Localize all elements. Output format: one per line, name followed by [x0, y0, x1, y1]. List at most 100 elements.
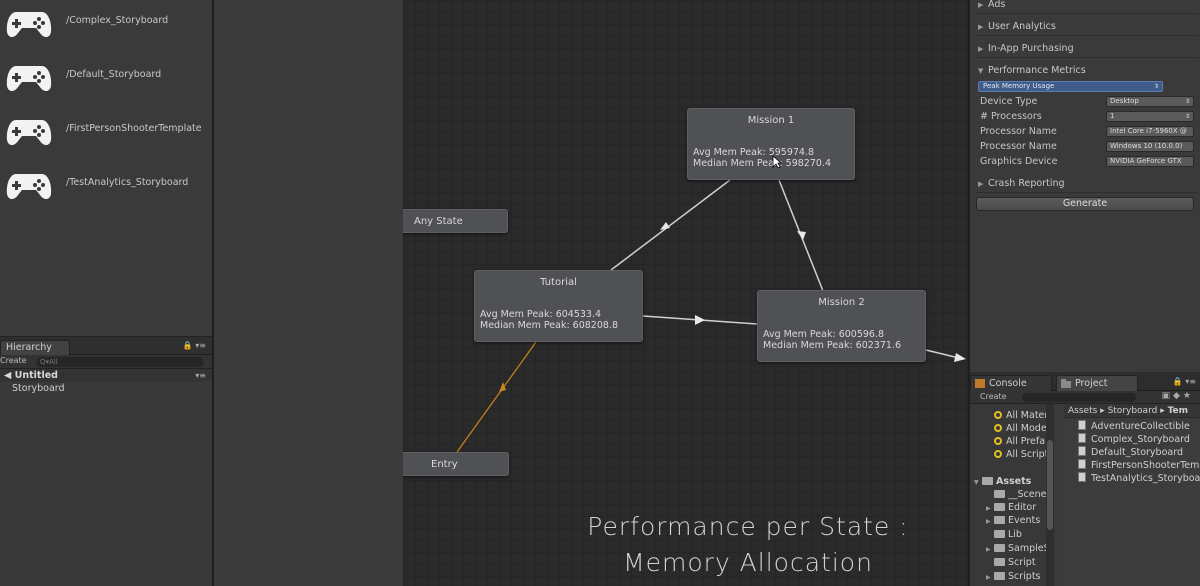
edge-mission2-exit[interactable]: [925, 349, 960, 359]
folder-item[interactable]: ▶SampleSc: [986, 542, 1054, 555]
favorite-item[interactable]: All Prefab: [994, 435, 1051, 448]
state-node-entry[interactable]: Entry: [403, 452, 509, 476]
breadcrumb-item[interactable]: Storyboard: [1107, 406, 1158, 416]
section-ads[interactable]: ▶ Ads: [974, 0, 1198, 14]
tab-project[interactable]: Project: [1056, 375, 1138, 391]
section-label: User Analytics: [988, 21, 1056, 32]
processors-select[interactable]: 1⇕: [1106, 111, 1194, 122]
folder-item[interactable]: Lib: [986, 528, 1022, 541]
assets-root[interactable]: ▼Assets: [974, 475, 1031, 488]
create-dropdown[interactable]: Create: [980, 392, 1007, 401]
favorite-item[interactable]: All Script: [994, 448, 1048, 461]
search-icon: [994, 450, 1002, 458]
device-type-select[interactable]: Desktop⇕: [1106, 96, 1194, 107]
tree-label: Assets: [996, 476, 1032, 487]
file-item[interactable]: TestAnalytics_Storyboar: [1078, 472, 1200, 485]
storyboard-item[interactable]: /Default_Storyboard: [0, 56, 212, 96]
arrow-head-icon: [954, 353, 966, 362]
collapsed-triangle-icon: ▶: [986, 505, 991, 512]
folder-item[interactable]: ▶Events: [986, 514, 1040, 527]
prop-label: Processor Name: [980, 126, 1057, 137]
unity-scene-icon: ◀: [4, 370, 12, 381]
file-item[interactable]: Default_Storyboard: [1078, 446, 1183, 459]
arrow-head-icon: [797, 231, 806, 240]
script-file-icon: [1078, 420, 1086, 430]
state-node-mission-2[interactable]: Mission 2 Avg Mem Peak: 600596.8 Median …: [757, 290, 926, 362]
project-tabbar: Console Project 🔒 ▾≡: [970, 372, 1200, 391]
median-mem-peak: Median Mem Peak: 602371.6: [763, 340, 901, 351]
field-value: Windows 10 (10.0.0): [1110, 142, 1183, 150]
avg-mem-peak: Avg Mem Peak: 595974.8: [693, 147, 815, 158]
empty-panel: [214, 0, 403, 586]
generate-button[interactable]: Generate: [976, 197, 1194, 211]
create-dropdown[interactable]: Create: [0, 356, 27, 365]
arrow-head-icon: [499, 382, 506, 392]
filter-tools-icon[interactable]: ▣◆★: [1161, 391, 1194, 401]
project-panel: Console Project 🔒 ▾≡ Create ▣◆★ All Mate…: [968, 372, 1200, 586]
search-icon: [994, 424, 1002, 432]
tree-scrollbar[interactable]: [1046, 404, 1054, 586]
collapsed-triangle-icon: ▶: [986, 546, 991, 553]
folder-item[interactable]: Script: [986, 556, 1036, 569]
storyboard-item[interactable]: /FirstPersonShooterTemplate: [0, 110, 212, 150]
hierarchy-item[interactable]: Storyboard: [12, 383, 65, 394]
folder-icon: [994, 516, 1005, 524]
scene-row[interactable]: ◀ Untitled ▾≡: [0, 369, 212, 382]
edge-tutorial-mission1[interactable]: [610, 179, 731, 271]
breadcrumb-item[interactable]: Assets: [1068, 406, 1098, 416]
median-mem-peak: Median Mem Peak: 608208.8: [480, 320, 618, 331]
collapsed-triangle-icon: ▶: [986, 574, 991, 581]
metric-select-dropdown[interactable]: Peak Memory Usage ⇕: [978, 81, 1163, 92]
project-folder-tree: All Materi All Model All Prefab All Scri…: [970, 404, 1054, 586]
tab-console[interactable]: Console: [970, 375, 1052, 391]
arrow-head-icon: [695, 315, 705, 325]
breadcrumb-item[interactable]: Tem: [1167, 406, 1189, 416]
analytics-inspector-panel: ▶ Ads ▶ User Analytics ▶ In-App Purchasi…: [968, 0, 1200, 372]
script-file-icon: [1078, 459, 1086, 469]
storyboard-graph-canvas[interactable]: Mission 1 Avg Mem Peak: 595974.8 Median …: [403, 0, 968, 586]
folder-icon: [1061, 379, 1071, 388]
collapsed-triangle-icon: ▶: [978, 180, 984, 188]
scrollbar-thumb[interactable]: [1047, 440, 1053, 530]
favorite-item[interactable]: All Materi: [994, 409, 1051, 422]
edge-entry-tutorial[interactable]: [456, 341, 537, 453]
node-title: Mission 2: [818, 297, 865, 308]
transition-edges: [456, 179, 966, 453]
search-icon: [994, 437, 1002, 445]
section-performance-metrics[interactable]: ▼ Performance Metrics: [974, 62, 1198, 80]
section-crash-reporting[interactable]: ▶ Crash Reporting: [974, 175, 1198, 193]
tree-label: Script: [1008, 557, 1036, 568]
collapsed-triangle-icon: ▶: [978, 45, 984, 53]
storyboard-item[interactable]: /Complex_Storyboard: [0, 2, 212, 42]
folder-item[interactable]: ▶Editor: [986, 501, 1036, 514]
hierarchy-panel: Hierarchy 🔒 ▾≡ Create Q▾All ◀ Untitled ▾…: [0, 336, 212, 586]
state-node-any-state[interactable]: Any State: [403, 209, 508, 233]
tab-label: Console: [989, 378, 1027, 389]
file-item[interactable]: AdventureCollectible: [1078, 420, 1190, 433]
folder-item[interactable]: ▶Scripts: [986, 570, 1041, 583]
storyboard-label: /FirstPersonShooterTemplate: [66, 123, 202, 134]
state-node-mission-1[interactable]: Mission 1 Avg Mem Peak: 595974.8 Median …: [687, 108, 855, 180]
file-label: Complex_Storyboard: [1091, 434, 1190, 445]
state-node-tutorial[interactable]: Tutorial Avg Mem Peak: 604533.4 Median M…: [474, 270, 643, 342]
lock-menu-icon[interactable]: 🔒 ▾≡: [1172, 377, 1196, 386]
search-icon: [994, 411, 1002, 419]
storyboard-list-panel: /Complex_Storyboard /Default_Storyboard …: [0, 0, 212, 586]
graphics-device-select[interactable]: NVIDIA GeForce GTX: [1106, 156, 1194, 167]
project-search-input[interactable]: [1022, 393, 1136, 402]
scene-menu-icon[interactable]: ▾≡: [195, 371, 206, 380]
folder-item[interactable]: __Scenes: [986, 488, 1051, 501]
updown-arrow-icon: ⇕: [1184, 113, 1190, 120]
file-item[interactable]: FirstPersonShooterTemp: [1078, 459, 1200, 472]
folder-icon: [994, 503, 1005, 511]
section-in-app-purchasing[interactable]: ▶ In-App Purchasing: [974, 40, 1198, 58]
hierarchy-search-input[interactable]: Q▾All: [36, 357, 204, 367]
section-user-analytics[interactable]: ▶ User Analytics: [974, 18, 1198, 36]
lock-menu-icon[interactable]: 🔒 ▾≡: [182, 341, 206, 350]
os-name-select[interactable]: Windows 10 (10.0.0): [1106, 141, 1194, 152]
favorite-item[interactable]: All Model: [994, 422, 1049, 435]
file-item[interactable]: Complex_Storyboard: [1078, 433, 1190, 446]
tab-hierarchy[interactable]: Hierarchy: [0, 340, 70, 355]
storyboard-item[interactable]: /TestAnalytics_Storyboard: [0, 164, 212, 204]
processor-name-select[interactable]: Intel Core i7-5960X @: [1106, 126, 1194, 137]
